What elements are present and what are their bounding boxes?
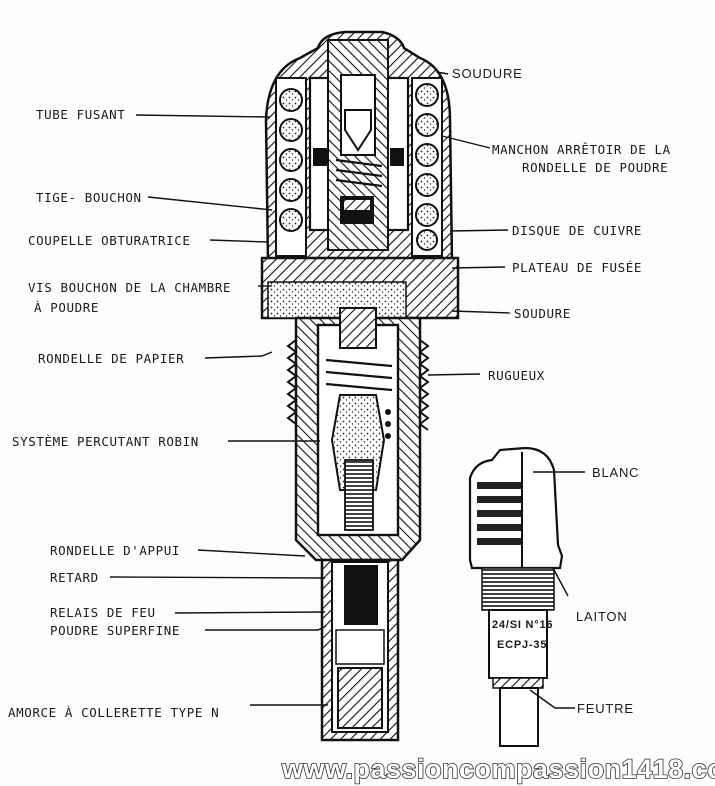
label-systeme-percutant: SYSTÈME PERCUTANT ROBIN (12, 434, 199, 449)
label-relais-feu: RELAIS DE FEU (50, 605, 156, 620)
exterior-labels: BLANC LAITON FEUTRE (576, 465, 639, 716)
fuse-exterior-view: 24/SI N°16 ECPJ-35 (468, 446, 564, 747)
stamp-line2: ECPJ-35 (497, 639, 547, 651)
exterior-felt (492, 677, 544, 689)
powder-chamber (267, 281, 407, 319)
label-manchon-line2: RONDELLE DE POUDRE (522, 160, 668, 175)
label-poudre-superfine: POUDRE SUPERFINE (50, 623, 180, 638)
label-soudure-bottom: SOUDURE (514, 306, 571, 321)
label-blanc: BLANC (592, 465, 639, 480)
leader-lines (109, 71, 585, 709)
label-tige-bouchon: TIGE- BOUCHON (36, 190, 142, 205)
exterior-tail (499, 687, 539, 747)
label-coupelle-obturatrice: COUPELLE OBTURATRICE (28, 233, 191, 248)
robin-screw (344, 459, 374, 531)
powder-pellets (279, 83, 439, 251)
label-retard: RETARD (50, 570, 99, 585)
label-vis-bouchon-line2: À POUDRE (34, 300, 99, 315)
label-vis-bouchon: VIS BOUCHON DE LA CHAMBRE (28, 280, 231, 295)
fuse-cross-section (260, 30, 460, 742)
label-plateau: PLATEAU DE FUSÉE (512, 260, 642, 275)
right-labels: SOUDURE MANCHON ARRÊTOIR DE LA RONDELLE … (452, 66, 671, 383)
rugueux-thread-right (418, 339, 430, 431)
firing-pin (344, 109, 372, 152)
label-feutre: FEUTRE (577, 701, 634, 716)
stamp-line1: 24/SI N°16 (492, 619, 553, 631)
watermark: www.passioncompassion1418.com (281, 754, 715, 784)
left-labels: TUBE FUSANT TIGE- BOUCHON COUPELLE OBTUR… (8, 107, 231, 720)
label-rondelle-papier: RONDELLE DE PAPIER (38, 351, 184, 366)
label-disque-cuivre: DISQUE DE CUIVRE (512, 223, 642, 238)
manchon-right (390, 148, 404, 166)
label-tube-fusant: TUBE FUSANT (36, 107, 125, 122)
exterior-thread (481, 567, 555, 611)
label-amorce: AMORCE À COLLERETTE TYPE N (8, 705, 219, 720)
robin-plug (339, 307, 377, 349)
label-rugueux: RUGUEUX (488, 368, 545, 383)
manchon-left (313, 148, 327, 166)
label-rondelle-appui: RONDELLE D'APPUI (50, 543, 180, 558)
amorce-cap (337, 667, 383, 729)
exterior-ribs (477, 482, 521, 545)
spring-top (335, 158, 383, 188)
robin-balls (385, 409, 391, 439)
exterior-head (468, 446, 564, 570)
copper-disc-hatch (344, 200, 370, 210)
poudre-superfine-area (335, 629, 385, 665)
label-laiton: LAITON (576, 609, 628, 624)
rugueux-thread-left (286, 339, 298, 425)
retard-charge (344, 565, 378, 625)
label-soudure-top: SOUDURE (452, 66, 523, 81)
exterior-body (488, 609, 548, 679)
robin-spring (325, 358, 393, 392)
label-manchon: MANCHON ARRÊTOIR DE LA (492, 142, 671, 157)
